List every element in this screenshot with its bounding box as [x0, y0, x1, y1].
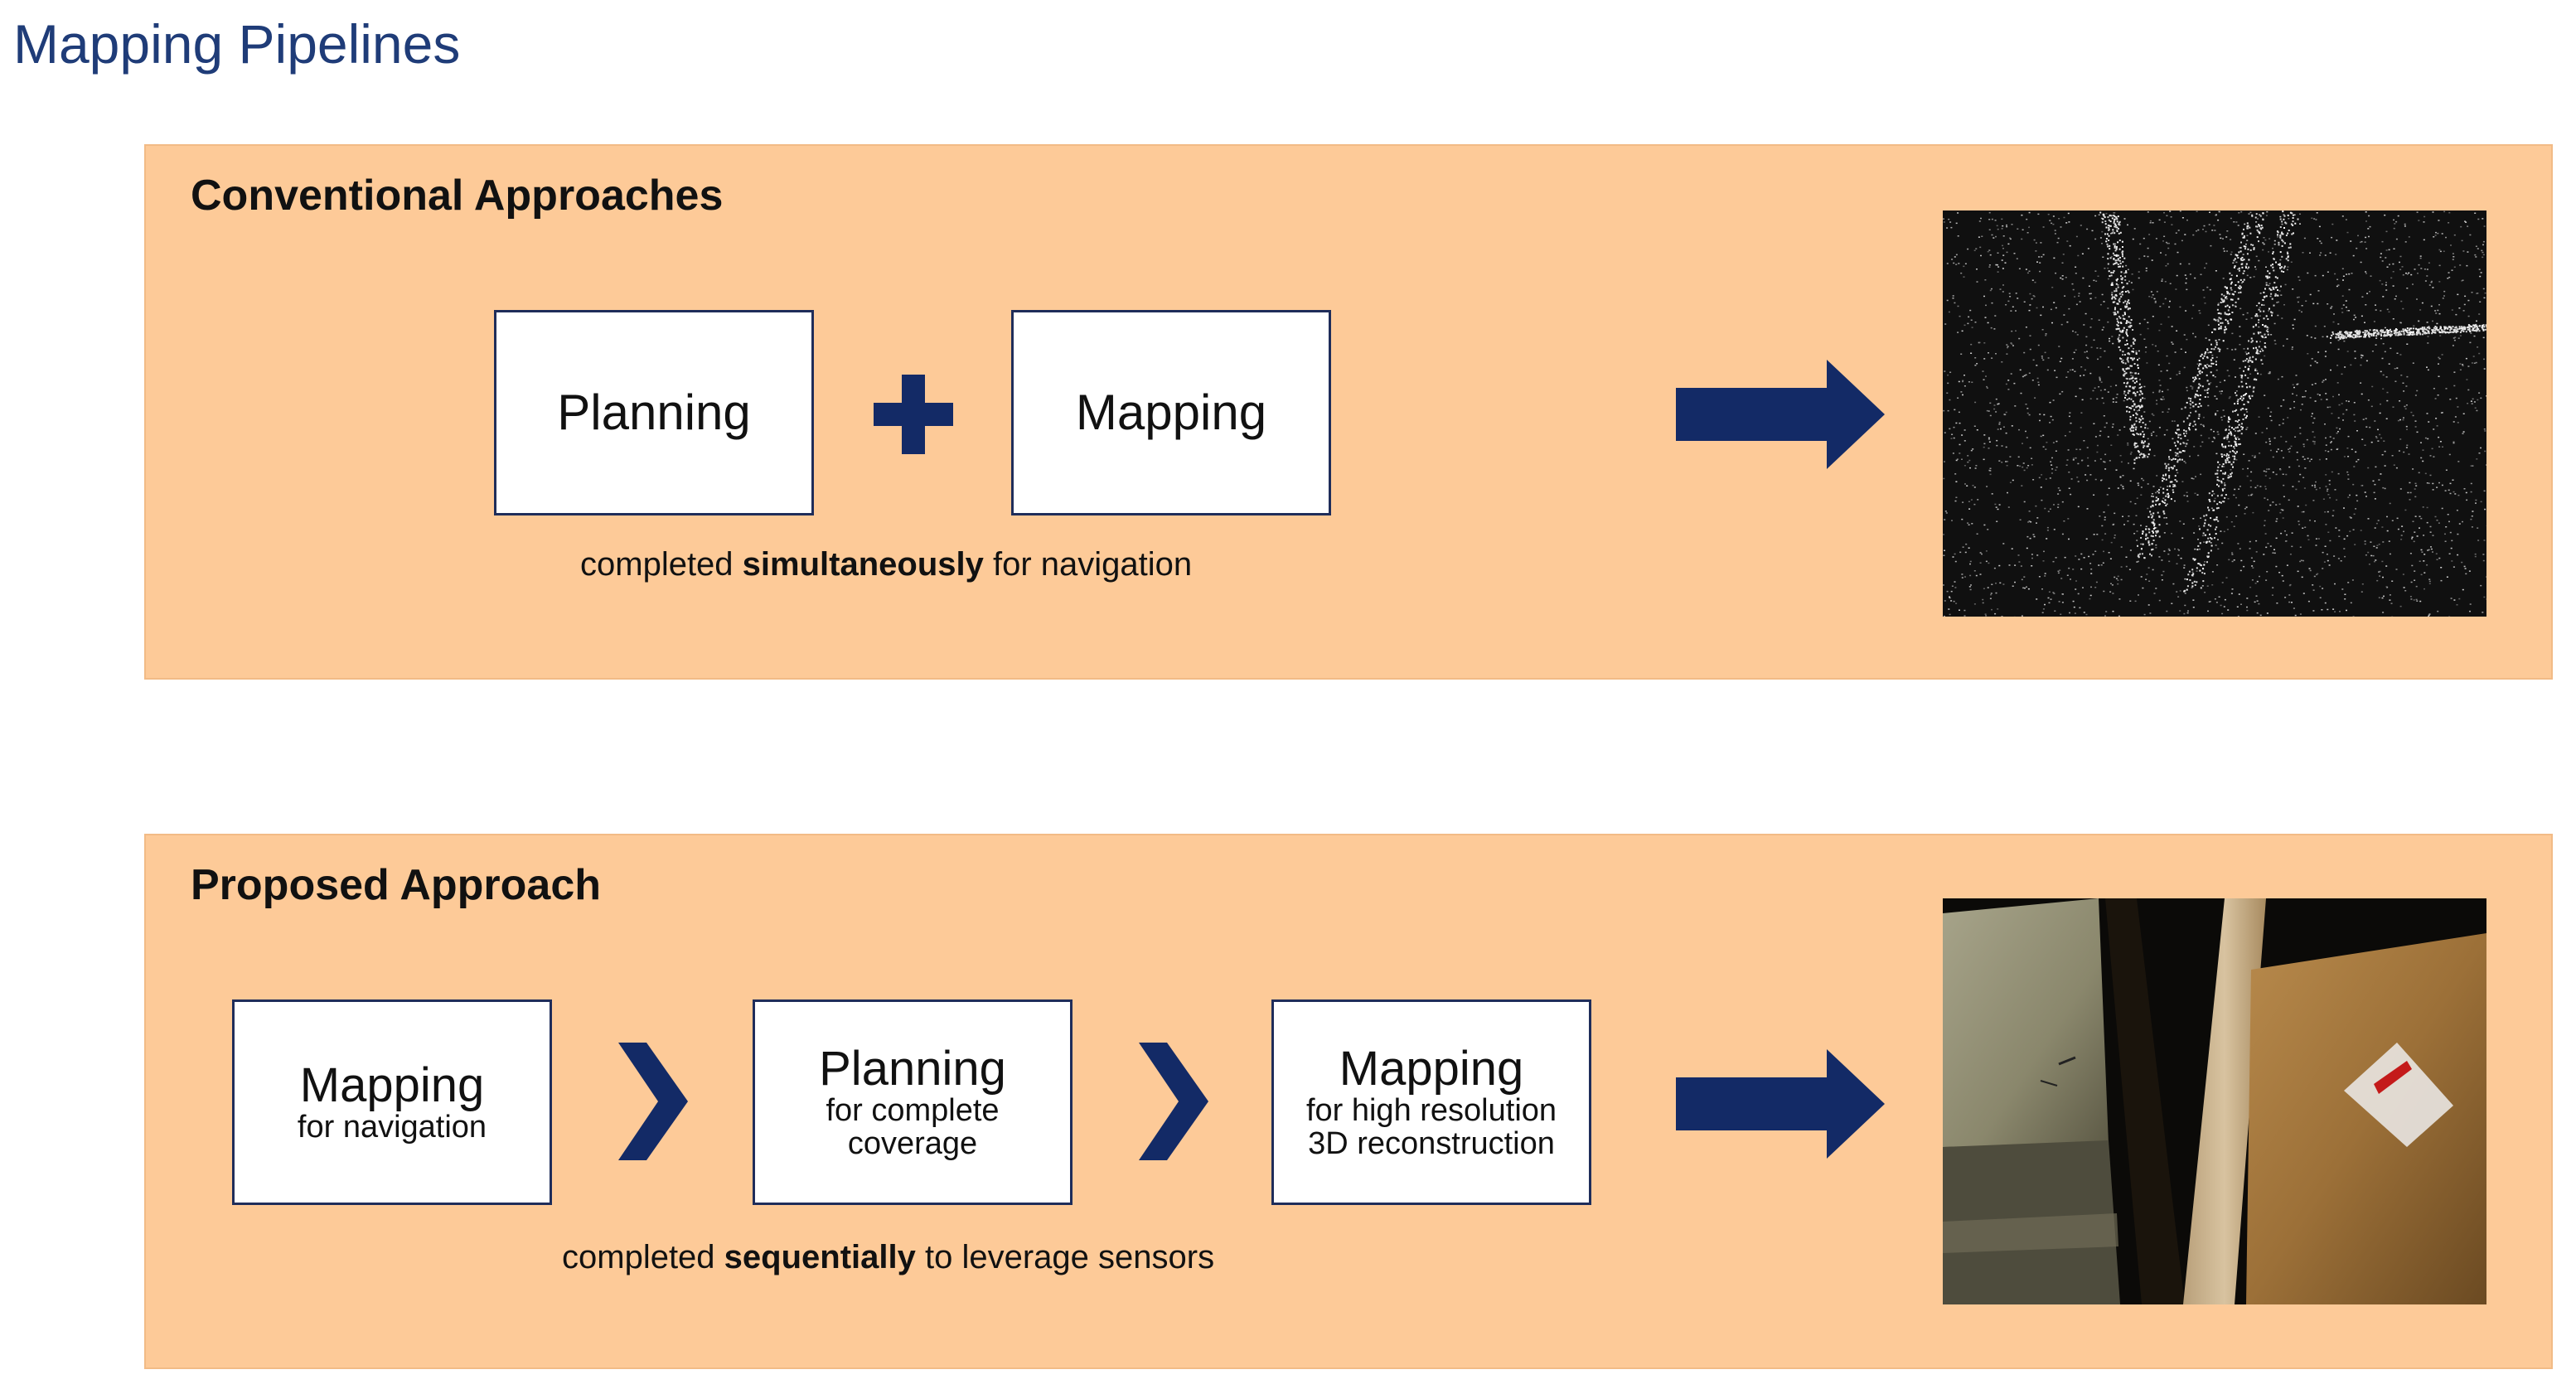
step-mapping-navigation-box: Mapping for navigation	[232, 999, 552, 1205]
page-title: Mapping Pipelines	[13, 13, 461, 75]
step-sub-line-2: 3D reconstruction	[1308, 1126, 1555, 1161]
step-mapping-reconstruction-box: Mapping for high resolution 3D reconstru…	[1271, 999, 1591, 1205]
planning-box: Planning	[494, 310, 814, 515]
caption-text-bold: sequentially	[724, 1239, 916, 1275]
caption-text-pre: completed	[580, 546, 743, 583]
conventional-panel: Conventional Approaches Planning Mapping…	[144, 144, 2553, 680]
conventional-caption: completed simultaneously for navigation	[580, 544, 1192, 585]
mapping-box: Mapping	[1011, 310, 1331, 515]
caption-text-post: to leverage sensors	[915, 1239, 1215, 1275]
step-planning-coverage-box: Planning for complete coverage	[753, 999, 1073, 1205]
point-cloud-image	[1943, 211, 2486, 617]
reconstruction-image	[1943, 898, 2486, 1304]
step-sub-line-1: for high resolution	[1305, 1093, 1557, 1128]
proposed-heading: Proposed Approach	[191, 861, 602, 909]
caption-text-bold: simultaneously	[742, 546, 984, 583]
arrow-right-icon	[1676, 360, 1885, 469]
step-sub-line-1: for complete	[826, 1093, 1000, 1128]
step-sub-line-2: coverage	[847, 1126, 978, 1161]
chevron-right-icon	[618, 1043, 688, 1160]
step-title: Mapping	[1339, 1042, 1524, 1096]
caption-text-post: for navigation	[983, 546, 1193, 583]
arrow-right-icon	[1676, 1049, 1885, 1159]
conventional-heading: Conventional Approaches	[191, 172, 724, 220]
mapping-box-label: Mapping	[1075, 385, 1267, 440]
step-title: Mapping	[299, 1058, 485, 1112]
planning-box-label: Planning	[557, 385, 751, 440]
plus-icon	[874, 375, 953, 454]
step-title: Planning	[819, 1042, 1006, 1096]
step-sub: for navigation	[297, 1110, 487, 1145]
proposed-panel: Proposed Approach Mapping for navigation…	[144, 834, 2553, 1369]
proposed-caption: completed sequentially to leverage senso…	[562, 1237, 1214, 1278]
chevron-right-icon	[1139, 1043, 1208, 1160]
caption-text-pre: completed	[562, 1239, 724, 1275]
